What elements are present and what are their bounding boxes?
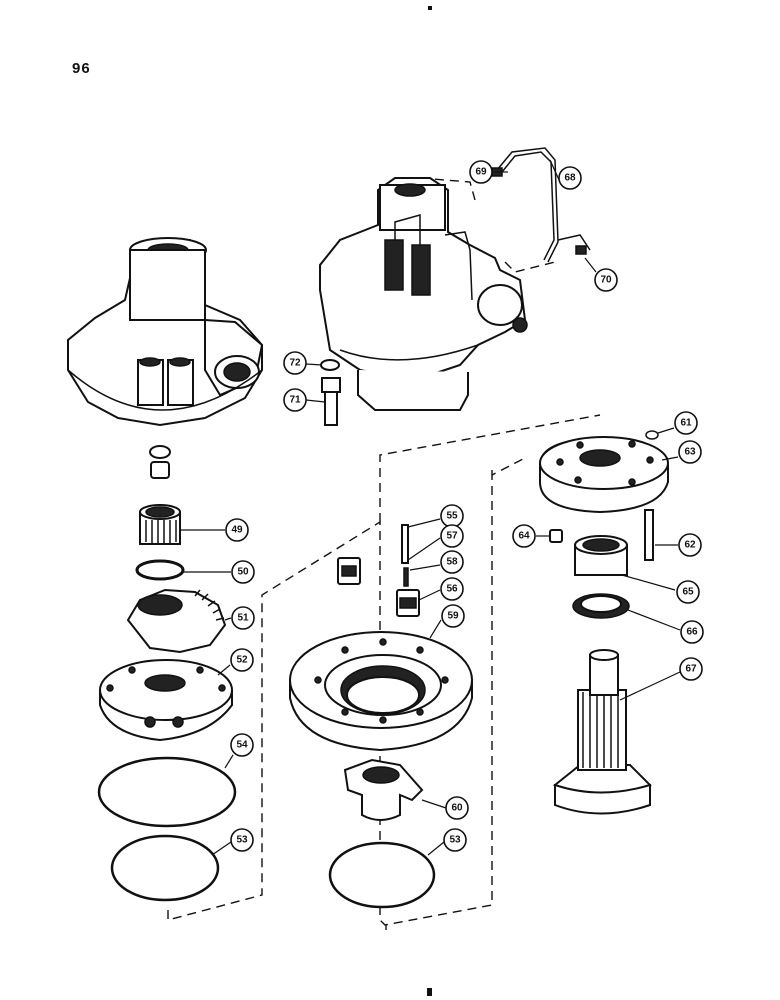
rotor-60 [343, 758, 424, 821]
callout-68: 68 [558, 166, 582, 190]
svg-text:61: 61 [680, 418, 692, 429]
callout-58: 58 [440, 550, 464, 574]
callout-60: 60 [445, 796, 469, 820]
bearing-65 [574, 535, 628, 576]
svg-text:53: 53 [449, 835, 461, 846]
hydraulic-tube [491, 147, 591, 263]
callout-62: 62 [678, 533, 702, 557]
svg-text:65: 65 [682, 587, 694, 598]
plug-64 [549, 529, 563, 543]
svg-text:55: 55 [446, 511, 458, 522]
dashed-guide-lines [167, 177, 601, 930]
vane-56 [396, 589, 420, 617]
svg-text:63: 63 [684, 447, 696, 458]
svg-text:67: 67 [685, 664, 697, 675]
bearing-49 [139, 504, 181, 545]
svg-text:71: 71 [289, 395, 301, 406]
flange-plate-63 [539, 436, 669, 514]
svg-text:72: 72 [289, 358, 301, 369]
svg-text:69: 69 [475, 167, 487, 178]
svg-text:66: 66 [686, 627, 698, 638]
svg-text:59: 59 [447, 611, 459, 622]
callout-50: 50 [231, 560, 255, 584]
callout-57: 57 [440, 524, 464, 548]
svg-text:54: 54 [236, 740, 248, 751]
spring-58 [403, 567, 409, 587]
svg-text:57: 57 [446, 531, 458, 542]
callout-67: 67 [679, 657, 703, 681]
svg-text:51: 51 [237, 613, 249, 624]
svg-text:62: 62 [684, 540, 696, 551]
svg-text:60: 60 [451, 803, 463, 814]
callout-53-middle: 53 [443, 828, 467, 852]
ring-housing-59 [289, 631, 473, 752]
callout-69: 69 [469, 160, 493, 184]
leader-lines [180, 159, 681, 856]
callout-56: 56 [440, 577, 464, 601]
callout-54: 54 [230, 733, 254, 757]
svg-text:68: 68 [564, 173, 576, 184]
seal-66 [572, 593, 630, 619]
svg-text:56: 56 [446, 584, 458, 595]
svg-text:52: 52 [236, 655, 248, 666]
oring-53-left [110, 834, 220, 902]
spindle-67 [552, 649, 652, 815]
svg-text:50: 50 [237, 567, 249, 578]
callout-52: 52 [230, 648, 254, 672]
svg-text:58: 58 [446, 557, 458, 568]
steering-motor-assembly [319, 177, 528, 411]
top-mark [428, 6, 432, 10]
callout-70: 70 [594, 268, 618, 292]
washer-72 [320, 359, 340, 371]
svg-text:53: 53 [236, 835, 248, 846]
callout-64: 64 [512, 524, 536, 548]
callout-59: 59 [441, 604, 465, 628]
callout-61: 61 [674, 411, 698, 435]
vanes-left [337, 557, 361, 585]
plug-parts [149, 445, 171, 479]
callout-63: 63 [678, 440, 702, 464]
page-number: 96 [72, 60, 91, 77]
callout-53-left: 53 [230, 828, 254, 852]
bolt-71 [321, 377, 341, 426]
cover-52 [99, 659, 233, 742]
oring-53-middle [328, 841, 436, 909]
svg-text:70: 70 [600, 275, 612, 286]
callout-55: 55 [440, 504, 464, 528]
oring-54 [97, 756, 237, 828]
svg-text:64: 64 [518, 531, 530, 542]
stud-62 [644, 509, 654, 561]
callout-71: 71 [283, 388, 307, 412]
callout-72: 72 [283, 351, 307, 375]
pin-55 [401, 524, 409, 564]
callout-66: 66 [680, 620, 704, 644]
valve-housing [67, 237, 264, 427]
callout-49: 49 [225, 518, 249, 542]
callout-65: 65 [676, 580, 700, 604]
snap-ring-50 [135, 559, 185, 581]
callout-51: 51 [231, 606, 255, 630]
svg-text:49: 49 [231, 525, 243, 536]
gear-51 [126, 588, 227, 654]
oring-61 [645, 430, 659, 440]
bottom-mark [427, 988, 432, 996]
